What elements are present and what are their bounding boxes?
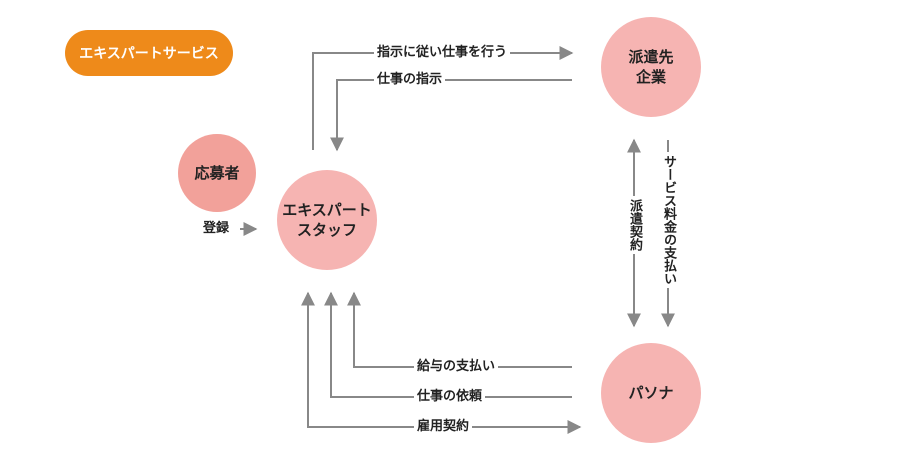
expert-staff-node: エキスパート スタッフ — [277, 170, 377, 270]
salary-label: 給与の支払い — [414, 359, 499, 375]
employment-contract-arrow — [301, 291, 582, 434]
client-company-label-2: 企業 — [635, 68, 666, 86]
work-instructions-label: 仕事の指示 — [374, 72, 446, 88]
client-company-label-1: 派遣先 — [628, 48, 674, 66]
register-label: 登録 — [200, 221, 233, 237]
expert-staff-label-1: エキスパート — [282, 201, 372, 219]
pasona-label: パソナ — [628, 384, 674, 402]
job-request-label: 仕事の依頼 — [414, 389, 486, 405]
dispatch-contract-label: 派遣契約 — [626, 196, 642, 254]
client-company-node: 派遣先 企業 — [601, 17, 701, 117]
pasona-node: パソナ — [601, 343, 701, 443]
service-fee-label: サービス料金の支払い — [660, 152, 676, 288]
applicant-label: 応募者 — [194, 164, 240, 182]
employment-contract-label: 雇用契約 — [414, 419, 473, 435]
applicant-node: 応募者 — [178, 134, 256, 212]
work-instructions-arrow — [330, 79, 572, 152]
follow-instructions-label: 指示に従い仕事を行う — [374, 45, 511, 61]
salary-arrow — [347, 291, 572, 368]
expert-service-badge: エキスパートサービス — [65, 30, 233, 76]
follow-instructions-arrow — [312, 46, 574, 150]
job-request-arrow — [324, 291, 572, 398]
expert-staff-label-2: スタッフ — [296, 221, 357, 239]
